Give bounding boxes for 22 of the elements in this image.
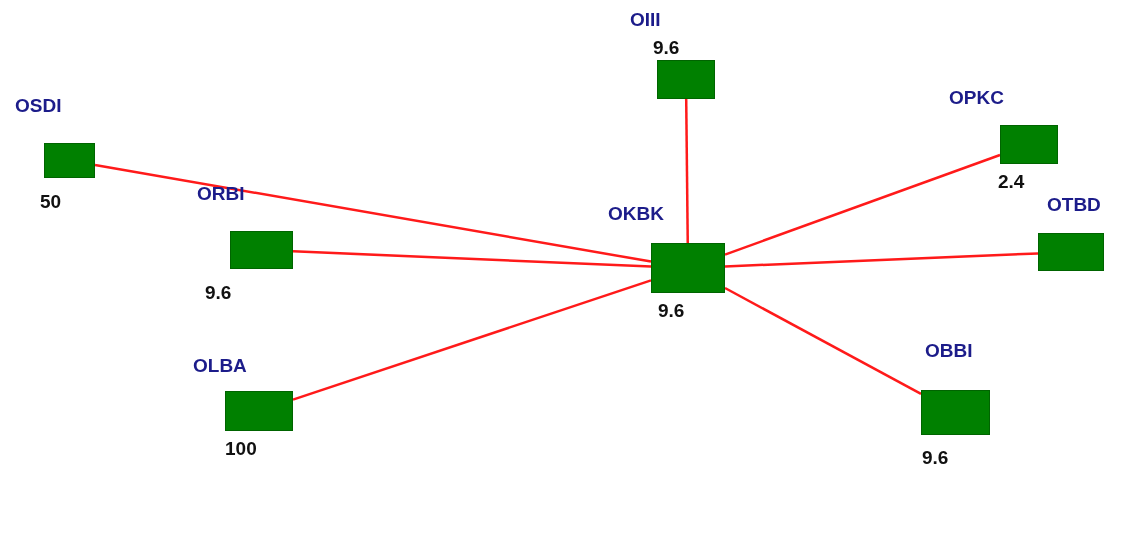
node-name: OLBA: [193, 356, 247, 375]
connector-line: [292, 279, 652, 401]
node-value: 9.6: [922, 448, 949, 467]
connector-line: [94, 163, 652, 263]
connector-line: [724, 153, 1001, 256]
connector-line: [724, 252, 1039, 268]
node-name: OIII: [630, 10, 661, 29]
node-value: 9.6: [653, 38, 680, 57]
node-name: ORBI: [197, 184, 245, 203]
node-name: OBBI: [925, 341, 973, 360]
node-value: 9.6: [658, 301, 685, 320]
node-name: OSDI: [15, 96, 62, 115]
connector-line: [684, 99, 689, 243]
node-name: OTBD: [1047, 195, 1101, 214]
node-value: 2.4: [998, 172, 1025, 191]
node-value: 100: [225, 439, 257, 458]
node-value: 50: [40, 192, 62, 211]
node-name: OPKC: [949, 88, 1004, 107]
node-name: OKBK: [608, 204, 664, 223]
node-value: 9.6: [205, 283, 232, 302]
connector-line: [292, 250, 652, 268]
connector-line: [724, 286, 922, 395]
